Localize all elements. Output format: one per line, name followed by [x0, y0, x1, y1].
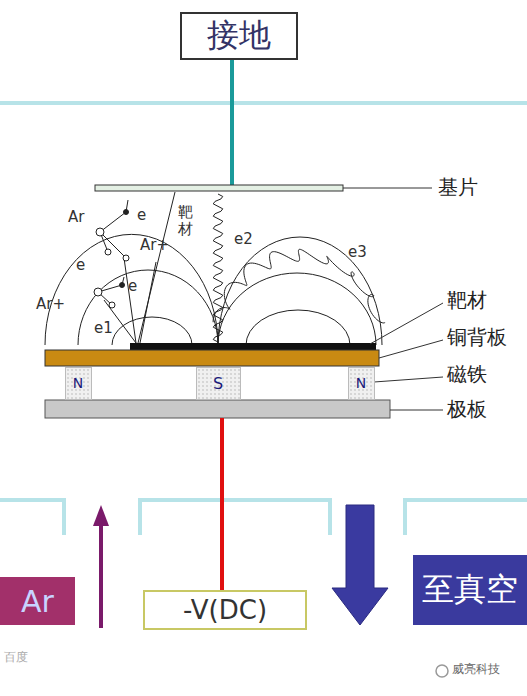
node-text: 至真空: [422, 568, 518, 612]
node-text: Ar: [21, 584, 54, 619]
watermark-logo: [436, 665, 448, 677]
trajectory: [104, 192, 175, 343]
node-text: -V(DC): [183, 595, 267, 625]
ground-box: 接地: [180, 12, 298, 60]
ion-label: Ar: [68, 209, 84, 226]
magnet-n: N: [348, 367, 375, 400]
part-name: 铜背板: [447, 326, 507, 348]
node-text: 接地: [207, 14, 271, 58]
watermark: 威亮科技: [452, 663, 500, 676]
electron-label: e2: [234, 231, 253, 248]
leader-line: [343, 188, 432, 189]
watermark: 百度: [4, 651, 28, 664]
ion-label: Ar+: [36, 296, 65, 313]
node-text: S: [213, 374, 223, 393]
copper-backplate: [45, 350, 379, 366]
node-text: N: [73, 375, 83, 391]
magnet-n: N: [65, 367, 92, 400]
gas-arrow: [99, 524, 103, 628]
part-name: 基片: [438, 176, 478, 198]
electron-label: e1: [94, 320, 113, 337]
ion-label: Ar+: [140, 237, 169, 254]
frame-line: [0, 101, 527, 105]
part-name: 靶材: [447, 289, 487, 311]
target: [130, 343, 376, 350]
substrate: [95, 185, 343, 191]
voltage-box: -V(DC): [143, 590, 307, 630]
electron-label: e: [128, 278, 137, 295]
leader-line: [370, 303, 443, 410]
gas-arrow: [93, 505, 109, 526]
electron-path: [213, 194, 223, 342]
atom-label: 靶材: [178, 204, 193, 237]
gas-box: Ar: [0, 577, 75, 625]
electron-coil: [213, 194, 223, 342]
electron-label: e: [76, 257, 85, 274]
vacuum-arrow: [332, 505, 388, 625]
electron-label: e: [137, 207, 146, 224]
part-name: 磁铁: [447, 363, 487, 385]
pole-plate: [45, 400, 390, 418]
electron-label: e3: [348, 244, 367, 261]
magnet-s: S: [196, 367, 241, 400]
ground-wire: [230, 57, 234, 186]
vacuum-box: 至真空: [413, 555, 527, 625]
node-text: N: [356, 375, 366, 391]
frame-line: [0, 500, 527, 535]
ar-collision: [94, 200, 129, 308]
power-wire: [220, 418, 224, 590]
part-name: 极板: [447, 398, 487, 420]
